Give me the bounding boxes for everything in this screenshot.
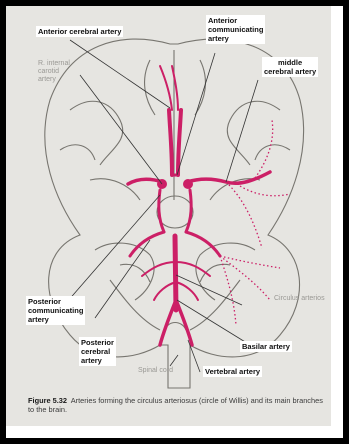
label-circulus-arteriosus: Circulus arterios: [274, 295, 325, 303]
label-basilar-artery: Basilar artery: [240, 341, 292, 352]
label-posterior-communicating-artery: Posterior communicating artery: [26, 296, 85, 325]
caption-figure-number: Figure 5.32: [28, 396, 67, 405]
label-posterior-cerebral-artery: Posterior cerebral artery: [79, 337, 116, 366]
artery-circle-nodes: [157, 179, 193, 189]
figure-caption: Figure 5.32 Arteries forming the circulu…: [28, 396, 328, 414]
caption-text: Arteries forming the circulus arteriosus…: [28, 396, 323, 414]
label-internal-carotid-artery: R. internal carotid artery: [38, 60, 70, 84]
label-spinal-cord: Spinal cord: [138, 367, 173, 375]
brain-outline: [45, 39, 304, 388]
label-anterior-communicating-artery: Anterior communicating artery: [206, 15, 265, 44]
label-middle-cerebral-artery: middle cerebral artery: [262, 57, 318, 77]
label-anterior-cerebral-artery: Anterior cerebral artery: [36, 26, 123, 37]
label-vertebral-artery: Vertebral artery: [203, 366, 262, 377]
